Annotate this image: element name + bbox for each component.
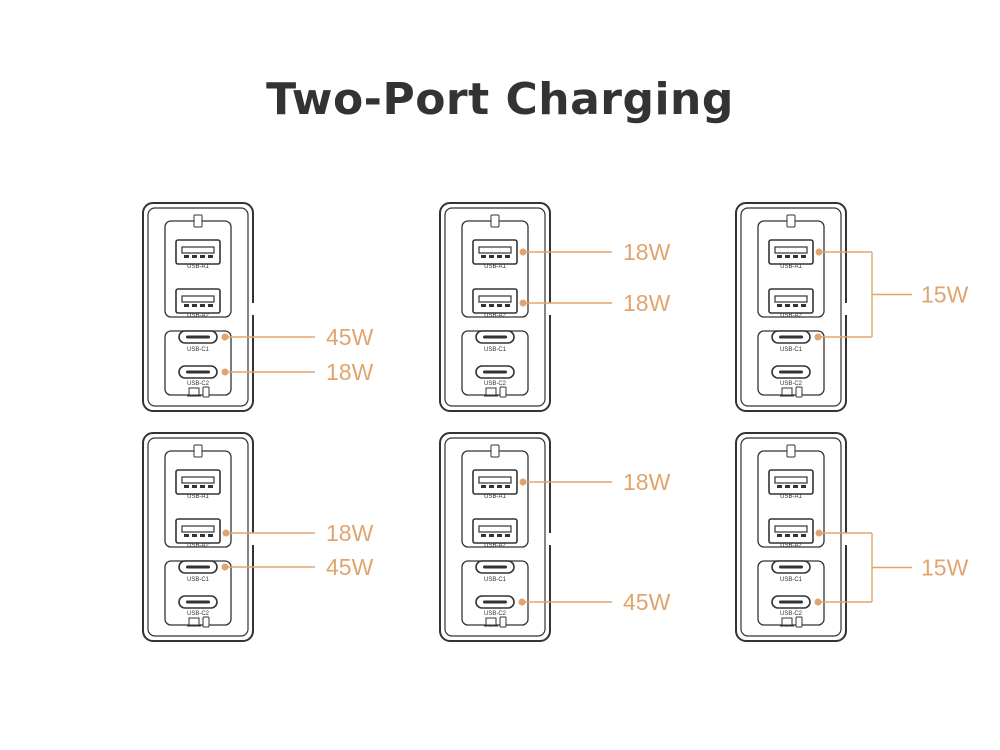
wattage-label: 18W — [623, 239, 671, 265]
usb-c1-port — [475, 330, 515, 344]
phone-icon — [202, 386, 210, 398]
wattage-label: 45W — [326, 554, 374, 580]
phone-icon — [490, 444, 500, 458]
port-label-a2: USB-A2 — [484, 313, 506, 319]
laptop-icon — [188, 617, 200, 626]
wattage-label: 18W — [623, 290, 671, 316]
port-label-a2: USB-A2 — [187, 313, 209, 319]
port-label-a1: USB-A1 — [187, 264, 209, 270]
wattage-label: 18W — [623, 469, 671, 495]
port-label-c1: USB-C1 — [484, 577, 507, 583]
usb-c2-port — [475, 365, 515, 379]
usb-a2-port — [768, 288, 814, 314]
usb-c2-port — [771, 365, 811, 379]
phone-icon — [795, 386, 803, 398]
laptop-icon — [188, 387, 200, 396]
phone-icon — [795, 616, 803, 628]
usb-c1-port — [771, 330, 811, 344]
phone-icon — [490, 214, 500, 228]
wattage-label: 15W — [921, 555, 969, 581]
wattage-label: 18W — [326, 520, 374, 546]
phone-icon — [786, 444, 796, 458]
port-label-c1: USB-C1 — [187, 577, 210, 583]
port-label-a1: USB-A1 — [780, 264, 802, 270]
usb-c2-port — [178, 595, 218, 609]
phone-icon — [193, 214, 203, 228]
usb-a1-port — [768, 469, 814, 495]
phone-icon — [202, 616, 210, 628]
usb-a2-port — [175, 518, 221, 544]
port-label-c1: USB-C1 — [780, 577, 803, 583]
phone-icon — [786, 214, 796, 228]
phone-icon — [499, 616, 507, 628]
port-label-a2: USB-A2 — [780, 313, 802, 319]
wattage-label: 18W — [326, 359, 374, 385]
usb-a1-port — [175, 239, 221, 265]
phone-icon — [193, 444, 203, 458]
laptop-icon — [485, 387, 497, 396]
port-label-a1: USB-A1 — [187, 494, 209, 500]
laptop-icon — [485, 617, 497, 626]
port-label-c2: USB-C2 — [780, 381, 803, 387]
usb-a1-port — [768, 239, 814, 265]
phone-icon — [499, 386, 507, 398]
laptop-icon — [781, 387, 793, 396]
usb-a2-port — [472, 518, 518, 544]
usb-a1-port — [175, 469, 221, 495]
usb-a2-port — [768, 518, 814, 544]
port-label-a1: USB-A1 — [780, 494, 802, 500]
usb-c2-port — [178, 365, 218, 379]
port-label-a1: USB-A1 — [484, 264, 506, 270]
port-label-c2: USB-C2 — [780, 611, 803, 617]
wattage-label: 15W — [921, 282, 969, 308]
port-label-c1: USB-C1 — [484, 347, 507, 353]
port-label-c2: USB-C2 — [484, 381, 507, 387]
port-label-c2: USB-C2 — [187, 381, 210, 387]
laptop-icon — [781, 617, 793, 626]
port-label-c2: USB-C2 — [187, 611, 210, 617]
port-label-a2: USB-A2 — [780, 543, 802, 549]
port-label-a2: USB-A2 — [484, 543, 506, 549]
usb-a1-port — [472, 239, 518, 265]
usb-c1-port — [475, 560, 515, 574]
wattage-label: 45W — [623, 589, 671, 615]
port-label-c2: USB-C2 — [484, 611, 507, 617]
port-label-a1: USB-A1 — [484, 494, 506, 500]
usb-c1-port — [178, 330, 218, 344]
usb-c2-port — [771, 595, 811, 609]
usb-a2-port — [175, 288, 221, 314]
port-label-c1: USB-C1 — [780, 347, 803, 353]
usb-c1-port — [178, 560, 218, 574]
usb-a2-port — [472, 288, 518, 314]
wattage-label: 45W — [326, 324, 374, 350]
page-title: Two-Port Charging — [266, 74, 734, 125]
usb-c2-port — [475, 595, 515, 609]
port-label-c1: USB-C1 — [187, 347, 210, 353]
port-label-a2: USB-A2 — [187, 543, 209, 549]
usb-c1-port — [771, 560, 811, 574]
usb-a1-port — [472, 469, 518, 495]
